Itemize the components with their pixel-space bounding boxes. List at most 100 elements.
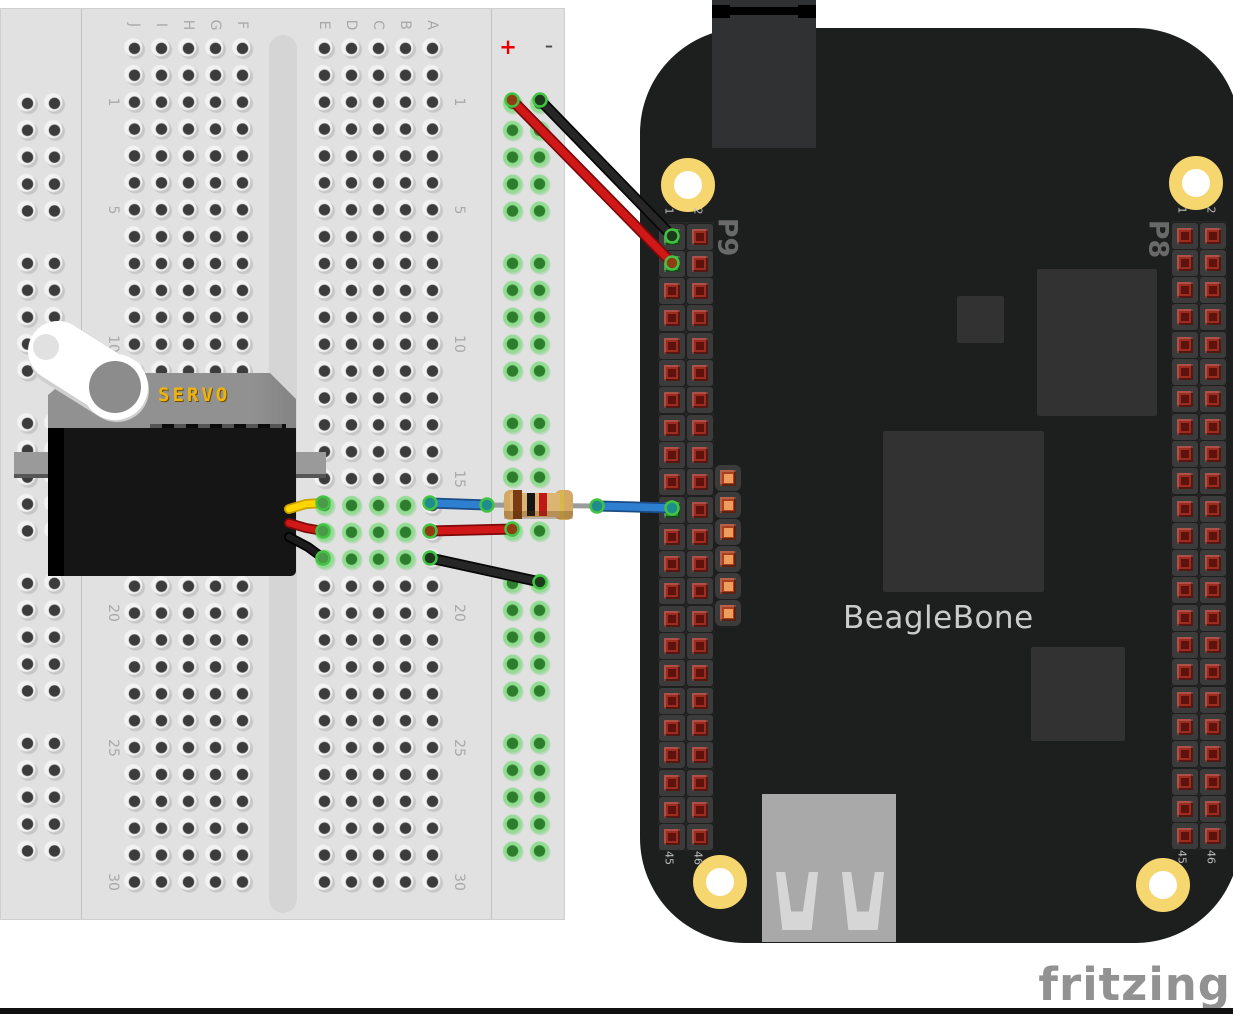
header-pin[interactable] [659,660,685,687]
wire-endpoint[interactable] [664,255,680,271]
header-pin[interactable] [1200,577,1226,604]
wire-endpoint[interactable] [422,495,438,511]
header-pin[interactable] [687,824,713,851]
header-pin[interactable] [1200,686,1226,713]
wire-endpoint[interactable] [504,92,520,108]
header-pin[interactable] [715,599,741,626]
header-pin[interactable] [1172,795,1198,822]
red-jumper-wire[interactable] [426,525,516,535]
header-pin[interactable] [659,387,685,414]
header-pin[interactable] [1200,550,1226,577]
header-pin[interactable] [1172,304,1198,331]
header-pin[interactable] [1200,468,1226,495]
header-pin[interactable] [1200,795,1226,822]
header-pin[interactable] [659,742,685,769]
header-pin[interactable] [715,572,741,599]
header-pin[interactable] [659,578,685,605]
right-power-rail-group[interactable] [499,410,554,544]
wire-endpoint[interactable] [532,92,548,108]
left-power-rail-group[interactable] [14,730,68,864]
header-pin[interactable] [687,796,713,823]
header-pin[interactable] [1172,659,1198,686]
wire-endpoint[interactable] [315,495,331,511]
header-pin[interactable] [659,332,685,359]
header-pin[interactable] [659,824,685,851]
header-pin[interactable] [1172,550,1198,577]
right-power-rail-group[interactable] [499,570,554,704]
header-pin[interactable] [1172,440,1198,467]
header-pin[interactable] [687,332,713,359]
header-pin[interactable] [1200,713,1226,740]
wire-endpoint[interactable] [532,574,548,590]
header-pin[interactable] [687,714,713,741]
header-pin[interactable] [1200,659,1226,686]
header-pin[interactable] [1200,277,1226,304]
header-pin[interactable] [687,387,713,414]
blue-signal-wire-left[interactable] [426,499,491,509]
black-power-wire[interactable] [536,96,676,240]
header-pin[interactable] [687,414,713,441]
header-pin[interactable] [1172,249,1198,276]
wire-endpoint[interactable] [504,521,520,537]
header-pin[interactable] [715,465,741,491]
header-pin[interactable] [659,469,685,496]
header-pin[interactable] [659,360,685,386]
header-pin[interactable] [1200,386,1226,413]
header-pin[interactable] [659,441,685,468]
header-pin[interactable] [1200,331,1226,358]
black-jumper-wire[interactable] [426,554,544,586]
servo-body[interactable] [48,428,296,576]
breadboard[interactable]: JIHGFEDCBA115510101515202025253030 + - [0,8,565,920]
wire-endpoint[interactable] [315,550,331,566]
header-pin[interactable] [659,278,685,305]
header-pin[interactable] [1172,413,1198,440]
header-pin[interactable] [715,545,741,572]
header-pin[interactable] [659,523,685,550]
wire-endpoint[interactable] [479,497,495,513]
header-pin[interactable] [1172,468,1198,495]
header-pin[interactable] [1172,577,1198,604]
header-pin[interactable] [659,551,685,578]
header-pin[interactable] [1172,331,1198,358]
header-pin[interactable] [1200,741,1226,768]
header-pin[interactable] [659,414,685,441]
header-pin[interactable] [1172,522,1198,549]
header-pin[interactable] [687,223,713,250]
header-pin[interactable] [1172,495,1198,522]
header-pin[interactable] [1200,413,1226,440]
header-pin[interactable] [687,551,713,578]
header-pin[interactable] [1172,277,1198,304]
header-pin[interactable] [687,441,713,468]
header-pin[interactable] [1200,495,1226,522]
header-pin[interactable] [687,578,713,605]
header-pin[interactable] [1172,386,1198,413]
header-pin[interactable] [1200,304,1226,331]
pwm-pin-column[interactable] [715,465,743,635]
header-pin[interactable] [687,496,713,523]
wire-endpoint[interactable] [422,523,438,539]
header-pin[interactable] [659,769,685,796]
left-power-rail-group[interactable] [14,90,68,224]
p8-header[interactable] [1171,221,1227,850]
wire-endpoint[interactable] [422,550,438,566]
header-pin[interactable] [687,660,713,687]
header-pin[interactable] [1172,823,1198,850]
header-pin[interactable] [1172,632,1198,658]
wire-endpoint[interactable] [315,523,331,539]
right-power-rail-group[interactable] [499,730,554,864]
header-pin[interactable] [1200,222,1226,249]
header-pin[interactable] [659,796,685,823]
header-pin[interactable] [1200,440,1226,467]
header-pin[interactable] [659,687,685,714]
header-pin[interactable] [1172,604,1198,631]
blue-signal-wire-right[interactable] [593,502,676,512]
wire-endpoint[interactable] [664,500,680,516]
header-pin[interactable] [1172,741,1198,768]
wire-endpoint[interactable] [589,498,605,514]
header-pin[interactable] [687,742,713,769]
red-power-wire[interactable] [508,96,676,267]
header-pin[interactable] [715,491,741,518]
header-pin[interactable] [687,687,713,714]
header-pin[interactable] [1200,632,1226,658]
header-pin[interactable] [659,605,685,632]
